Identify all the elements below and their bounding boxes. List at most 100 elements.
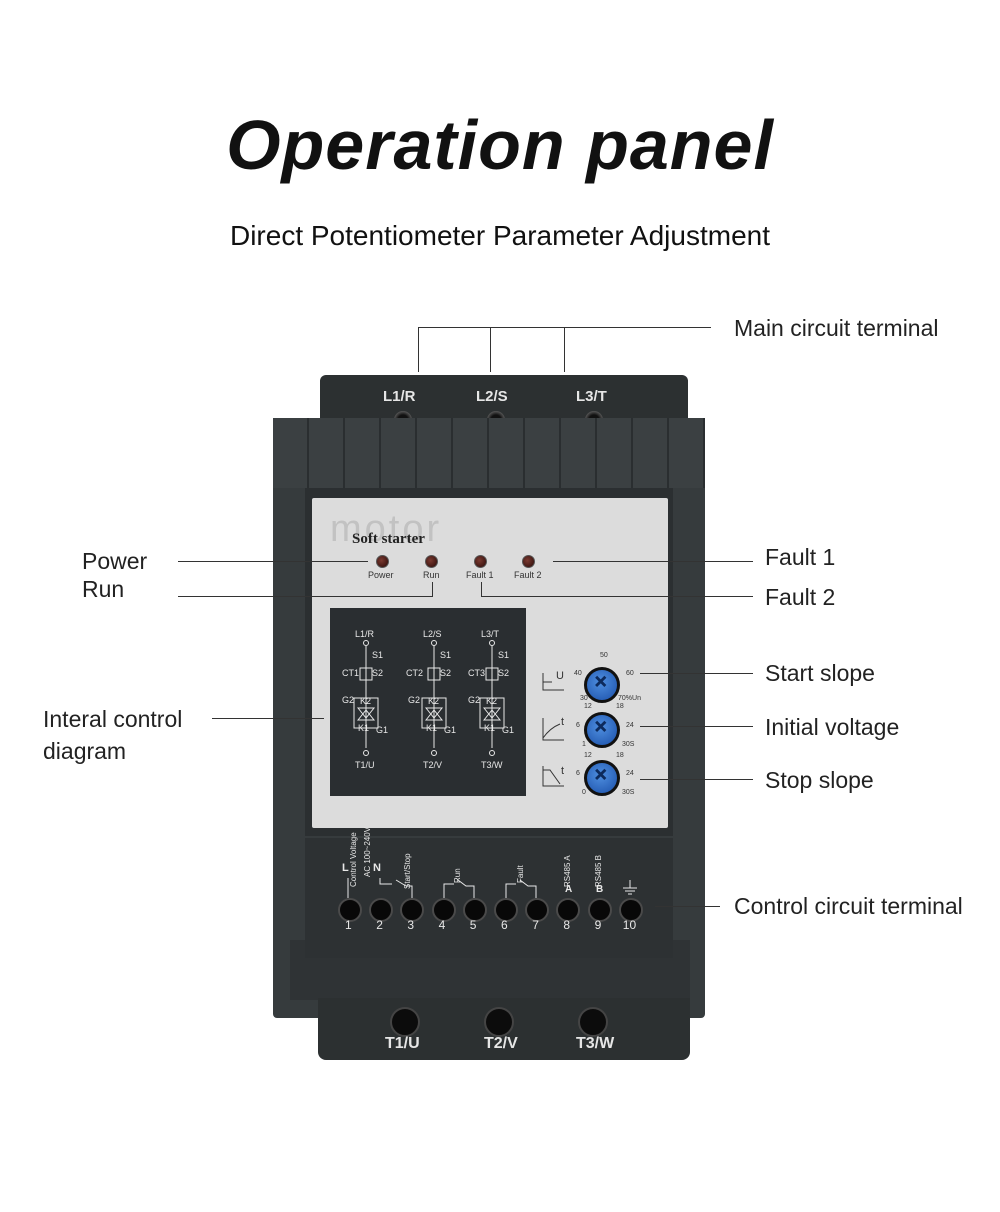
callout-power: Power [82,548,148,574]
diagram-input-3: L3/T [481,629,500,639]
diagram-g2-3: G2 [468,695,481,705]
diagram-s2-1: S2 [372,668,384,678]
start-slope-tick-right: 60 [626,670,634,677]
bottom-terminal-label-1: T1/U [385,1035,420,1052]
diagram-k2-1: K2 [360,696,372,706]
stop-slope-tick-bottom-right: 30S [622,789,635,796]
initial-voltage-tick-bottom-left: 1 [582,741,586,748]
diagram-output-3: T3/W [481,760,503,770]
control-terminal-screw [618,898,643,922]
control-terminal-number: 10 [622,918,637,932]
leader-fault2-v [481,582,482,597]
control-terminal-screw [338,898,362,922]
slope-graph-icons [542,673,564,787]
callout-fault1: Fault 1 [765,544,836,570]
callout-fault2: Fault 2 [765,584,836,610]
diagram-s2-3: S2 [498,668,510,678]
fault1-led [474,555,487,568]
power-led-label: Power [368,570,394,580]
control-terminal-screw [587,898,612,922]
control-terminal-number: 1 [345,918,352,932]
callout-internal-diagram-line2: diagram [43,738,127,764]
callout-main-circuit-terminal: Main circuit terminal [734,315,939,341]
fault2-led-label: Fault 2 [514,570,542,580]
initial-voltage-tick-top-left: 12 [584,703,592,710]
start-slope-tick-bottom-left: 30 [580,695,588,702]
leader-control-terminal [655,906,720,907]
diagram-input-1: L1/R [355,629,375,639]
leader-internal-diagram [212,718,324,719]
diagram-s1-3: S1 [498,650,510,660]
control-terminal-number: 5 [469,918,477,932]
bottom-screw-1 [390,1007,420,1037]
start-slope-symbol: U [556,670,564,682]
control-wiring-symbols [347,878,637,898]
diagram-ct-2: CT2 [406,668,424,678]
leader-power [178,561,368,562]
page-title: Operation panel [226,106,774,184]
diagram-k1-1: K1 [358,723,370,733]
thyristor-circuit-graphic [353,640,505,756]
control-terminal-number: 9 [594,918,602,932]
diagram-k1-3: K1 [484,723,496,733]
initial-voltage-tick-top-right: 18 [616,703,624,710]
callout-run: Run [82,576,125,602]
stop-slope-tick-right: 24 [626,770,634,777]
control-terminal-number: 7 [532,918,539,932]
stop-slope-potentiometer[interactable] [584,760,620,796]
leader-fault1 [553,561,753,562]
control-terminal-screw [462,898,487,922]
fault2-led [522,555,535,568]
stop-slope-tick-left: 6 [576,770,580,777]
control-terminal-number: 6 [501,918,508,932]
page-subtitle: Direct Potentiometer Parameter Adjustmen… [229,220,770,251]
diagram-g2-2: G2 [408,695,421,705]
control-terminal-screw [525,898,550,922]
callout-stop-slope: Stop slope [765,767,874,793]
top-terminal-label-1: L1/R [383,388,416,405]
callout-start-slope: Start slope [765,660,875,686]
control-terminal-screw [556,898,581,922]
run-led-label: Run [423,570,440,580]
initial-voltage-tick-bottom-right: 30S [622,741,635,748]
diagram-k1-2: K1 [426,723,438,733]
control-label-ac: AC 100~240V [363,826,372,877]
stop-slope-tick-bottom-left: 0 [582,789,586,796]
internal-control-diagram: L1/R L2/S L3/T CT1 CT2 CT3 S1 S1 S1 S2 S… [330,608,526,796]
product-name: Soft starter [352,531,425,547]
diagram-g1-1: G1 [376,725,389,735]
diagram-s2-2: S2 [440,668,452,678]
diagram-g1-3: G1 [502,725,515,735]
diagram-s1-2: S1 [440,650,452,660]
start-slope-tick-bottom-right: 70%Un [618,695,641,702]
control-terminal-number: 4 [438,918,446,932]
initial-voltage-symbol: t [561,716,565,728]
stop-slope-tick-top-left: 12 [584,752,592,759]
start-slope-potentiometer[interactable] [584,667,620,703]
leader-run-h [178,596,433,597]
ground-icon [624,874,625,875]
fault1-led-label: Fault 1 [466,570,494,580]
diagram-input-2: L2/S [423,629,442,639]
start-slope-tick-left: 40 [574,670,582,677]
control-label-n: N [373,862,381,874]
top-terminal-label-2: L2/S [476,388,508,405]
control-terminal-number: 8 [563,918,571,932]
control-terminal-strip [305,838,673,958]
initial-voltage-tick-left: 6 [576,722,580,729]
callout-initial-voltage: Initial voltage [765,714,900,740]
initial-voltage-tick-right: 24 [626,722,634,729]
bottom-screw-3 [578,1007,608,1037]
diagram-k2-3: K2 [486,696,498,706]
initial-voltage-potentiometer[interactable] [584,712,620,748]
brand-logo: motor [330,508,443,550]
leader-start-slope [640,673,753,674]
leader-fault2-h [481,596,753,597]
control-terminal-number: 3 [407,918,415,932]
leader-run-v [432,582,433,597]
diagram-s1-1: S1 [372,650,384,660]
leader-stop-slope [640,779,753,780]
control-label-a: A [565,884,573,895]
diagram-output-2: T2/V [423,760,443,770]
control-terminal-screw [369,898,394,922]
